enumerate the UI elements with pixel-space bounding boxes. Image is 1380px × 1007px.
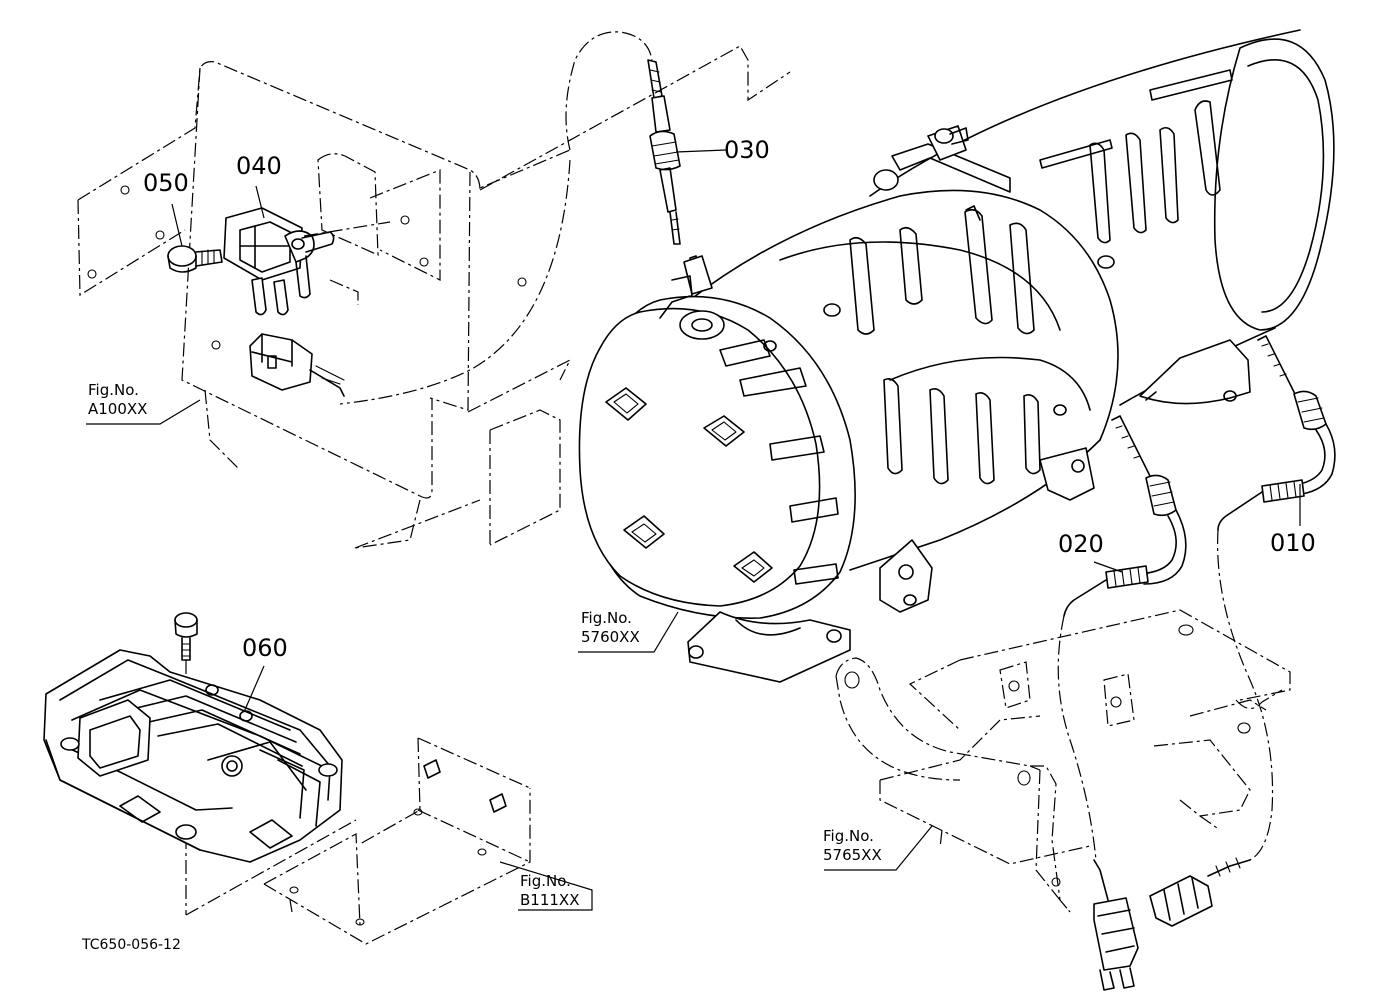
part-label-060: 060 xyxy=(242,634,288,662)
part-label-050: 050 xyxy=(143,169,189,197)
connector-010 xyxy=(1149,857,1251,927)
ecu-060 xyxy=(43,612,343,915)
dpf-assembly xyxy=(578,29,1335,683)
bracket-plate-a100 xyxy=(77,31,791,549)
connector-020 xyxy=(1093,859,1139,991)
fig-ref-caption: Fig.No. xyxy=(520,872,571,890)
fig-ref-caption: Fig.No. xyxy=(581,609,632,627)
fig-ref-5760xx: Fig.No. 5760XX xyxy=(581,609,640,647)
fig-ref-a100xx: Fig.No. A100XX xyxy=(88,381,147,419)
part-label-030: 030 xyxy=(724,136,770,164)
connector-040-harness xyxy=(249,221,391,397)
part-label-010: 010 xyxy=(1270,529,1316,557)
part-label-040: 040 xyxy=(236,152,282,180)
fig-ref-code: B111XX xyxy=(520,891,580,909)
fig-ref-caption: Fig.No. xyxy=(88,381,139,399)
bracket-plate-5765 xyxy=(835,609,1291,913)
leader-lines xyxy=(86,149,1301,911)
sensor-030 xyxy=(647,59,703,283)
bracket-plate-b111 xyxy=(185,737,531,945)
fig-ref-b111xx: Fig.No. B111XX xyxy=(520,872,579,910)
fig-ref-caption: Fig.No. xyxy=(823,827,874,845)
part-label-020: 020 xyxy=(1058,530,1104,558)
sensor-010 xyxy=(1217,335,1336,861)
drawing-code: TC650-056-12 xyxy=(82,937,181,953)
sensor-040 xyxy=(223,207,335,316)
sensor-020 xyxy=(1057,415,1187,861)
fig-ref-code: A100XX xyxy=(88,400,148,418)
bolt-050 xyxy=(167,245,223,273)
fig-ref-code: 5765XX xyxy=(823,846,882,864)
fig-ref-code: 5760XX xyxy=(581,628,640,646)
fig-ref-5765xx: Fig.No. 5765XX xyxy=(823,827,882,865)
